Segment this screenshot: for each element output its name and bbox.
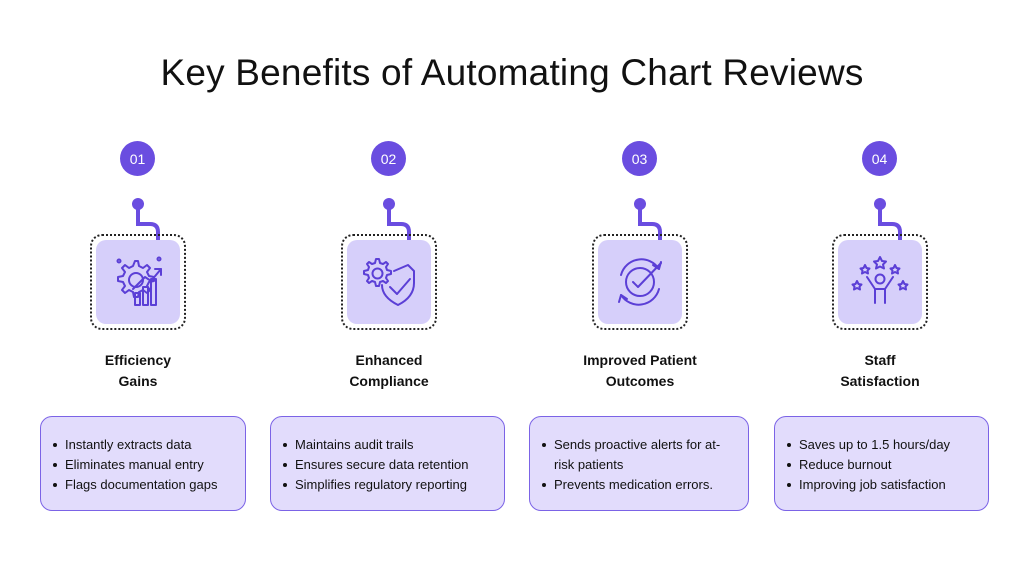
list-item: Maintains audit trails — [283, 435, 494, 455]
gear-shield-check-icon — [347, 240, 431, 324]
benefit-heading: Staff Satisfaction — [840, 352, 920, 389]
icon-frame — [341, 234, 437, 330]
benefit-column-4: 04 Staff Satisfaction Saves up to 1.5 ho… — [760, 0, 1000, 576]
benefit-column-1: 01 Efficiency Gains Instantly extracts d… — [18, 0, 258, 576]
page-title: Key Benefits of Automating Chart Reviews — [160, 52, 864, 93]
benefit-heading: Enhanced Compliance — [349, 352, 429, 389]
list-item: Sends proactive alerts for at-risk patie… — [542, 435, 738, 475]
celebrating-person-stars-icon — [838, 240, 922, 324]
list-item: Prevents medication errors. — [542, 475, 738, 495]
benefit-heading: Efficiency Gains — [104, 352, 172, 389]
benefit-card: Maintains audit trails Ensures secure da… — [270, 416, 505, 511]
benefit-column-3: 03 Improved Patient Outcomes Sends proac… — [520, 0, 760, 576]
connector-line — [383, 198, 411, 272]
benefit-card: Sends proactive alerts for at-risk patie… — [529, 416, 749, 511]
benefit-card: Instantly extracts data Eliminates manua… — [40, 416, 246, 511]
list-item: Reduce burnout — [787, 455, 978, 475]
icon-frame — [90, 234, 186, 330]
list-item: Improving job satisfaction — [787, 475, 978, 495]
circular-check-icon — [598, 240, 682, 324]
list-item: Saves up to 1.5 hours/day — [787, 435, 978, 455]
step-number-badge: 01 — [120, 141, 155, 176]
list-item: Eliminates manual entry — [53, 455, 235, 475]
benefit-heading: Improved Patient Outcomes — [583, 352, 697, 389]
list-item: Flags documentation gaps — [53, 475, 235, 495]
icon-frame — [592, 234, 688, 330]
list-item: Ensures secure data retention — [283, 455, 494, 475]
step-number-badge: 03 — [622, 141, 657, 176]
step-number-badge: 02 — [371, 141, 406, 176]
gear-growth-chart-icon — [96, 240, 180, 324]
benefit-card: Saves up to 1.5 hours/day Reduce burnout… — [774, 416, 989, 511]
list-item: Instantly extracts data — [53, 435, 235, 455]
list-item: Simplifies regulatory reporting — [283, 475, 494, 495]
connector-line — [874, 198, 902, 272]
connector-line — [132, 198, 160, 272]
icon-frame — [832, 234, 928, 330]
connector-line — [634, 198, 662, 272]
benefit-column-2: 02 Enhanced Compliance Maintains audit t… — [269, 0, 509, 576]
step-number-badge: 04 — [862, 141, 897, 176]
